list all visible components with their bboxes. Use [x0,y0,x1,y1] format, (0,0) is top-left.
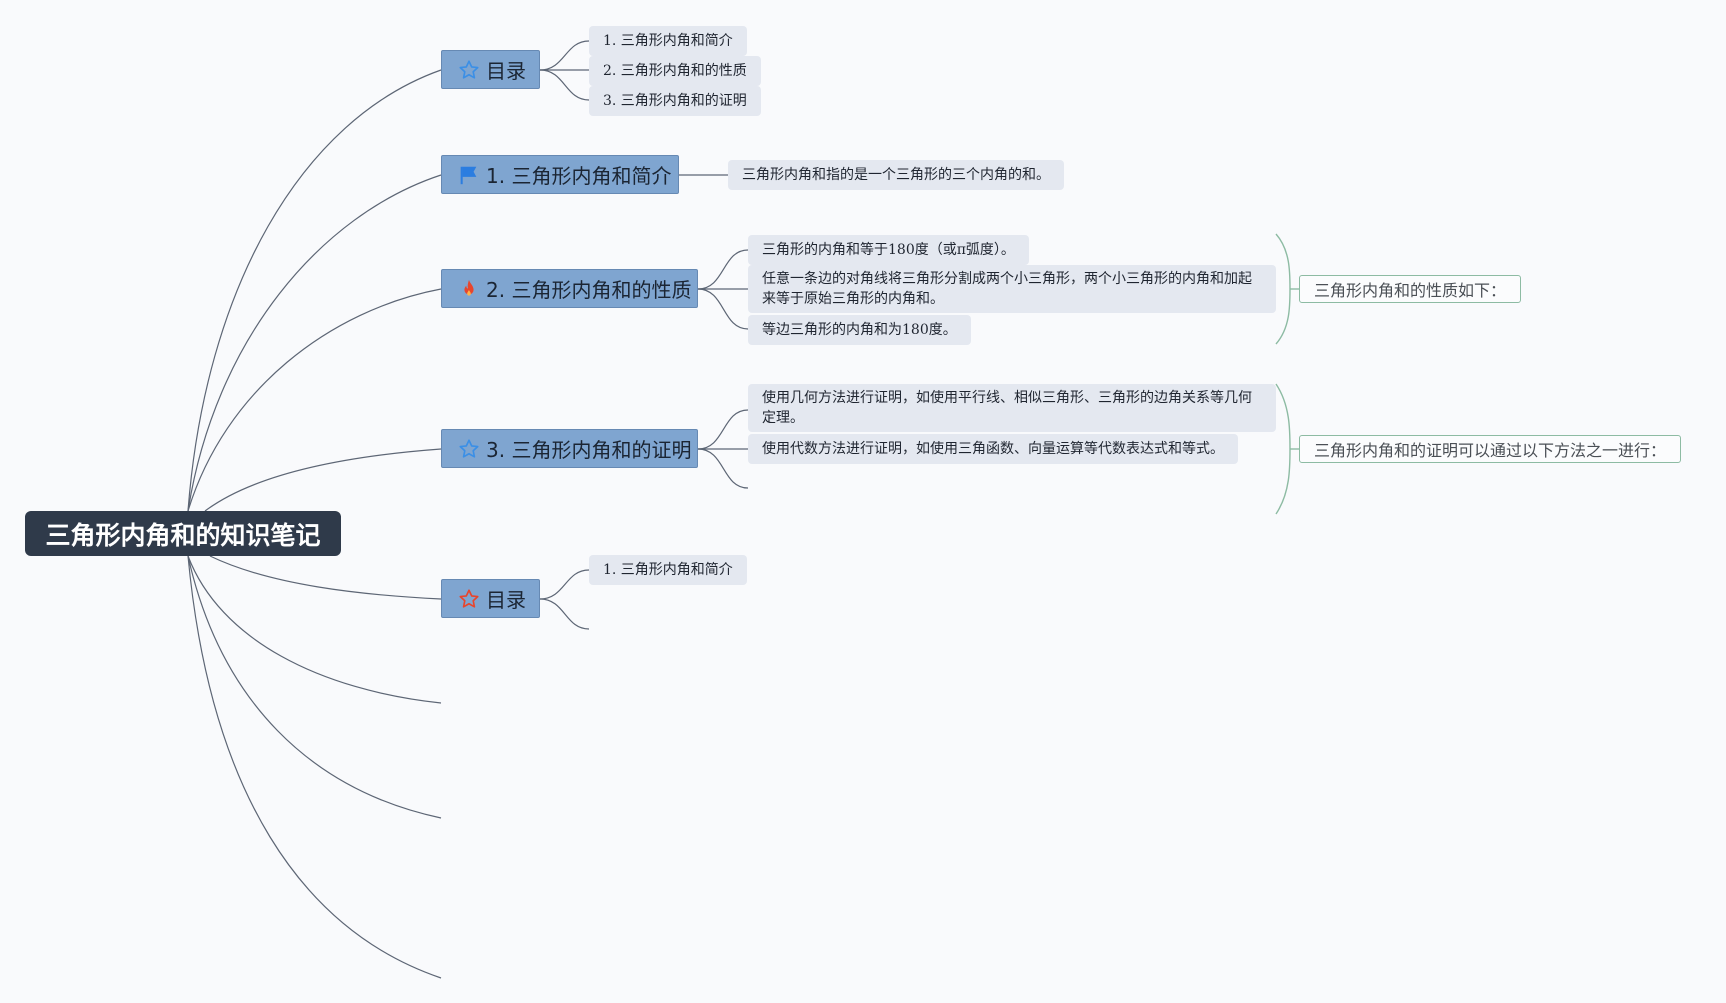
topic-toc-2[interactable]: 目录 [441,579,540,618]
subtopic-toc-2[interactable]: 2. 三角形内角和的性质 [589,56,761,86]
subtopic-toc-2-1[interactable]: 1. 三角形内角和简介 [589,555,747,585]
star-outline-icon [459,438,479,458]
subtopic-introduction-1[interactable]: 三角形内角和指的是一个三角形的三个内角的和。 [728,160,1064,190]
root-topic[interactable]: 三角形内角和的知识笔记 [25,511,341,556]
summary-proof[interactable]: 三角形内角和的证明可以通过以下方法之一进行： [1299,435,1682,463]
topic-label: 1. 三角形内角和简介 [486,164,672,188]
subtopic-toc-3[interactable]: 3. 三角形内角和的证明 [589,86,761,116]
subtopic-properties-3[interactable]: 等边三角形的内角和为180度。 [748,315,971,345]
topic-label: 目录 [486,59,526,83]
star-outline-icon [459,59,479,79]
subtopic-properties-2[interactable]: 任意一条边的对角线将三角形分割成两个小三角形，两个小三角形的内角和加起来等于原始… [748,265,1276,313]
topic-label: 3. 三角形内角和的证明 [486,438,692,462]
topic-proof[interactable]: 3. 三角形内角和的证明 [441,429,698,468]
star-outline-red-icon [459,588,479,608]
topic-label: 目录 [486,588,526,612]
summary-properties[interactable]: 三角形内角和的性质如下： [1299,275,1522,303]
fire-icon [464,279,474,296]
subtopic-properties-1[interactable]: 三角形的内角和等于180度（或π弧度）。 [748,235,1029,265]
topic-properties[interactable]: 2. 三角形内角和的性质 [441,269,698,308]
subtopic-toc-1[interactable]: 1. 三角形内角和简介 [589,26,747,56]
flag-icon [460,166,477,184]
topic-toc[interactable]: 目录 [441,50,540,89]
subtopic-proof-2[interactable]: 使用代数方法进行证明，如使用三角函数、向量运算等代数表达式和等式。 [748,434,1238,464]
topic-label: 2. 三角形内角和的性质 [486,278,692,302]
topic-introduction[interactable]: 1. 三角形内角和简介 [441,155,679,194]
subtopic-proof-1[interactable]: 使用几何方法进行证明，如使用平行线、相似三角形、三角形的边角关系等几何定理。 [748,384,1276,432]
